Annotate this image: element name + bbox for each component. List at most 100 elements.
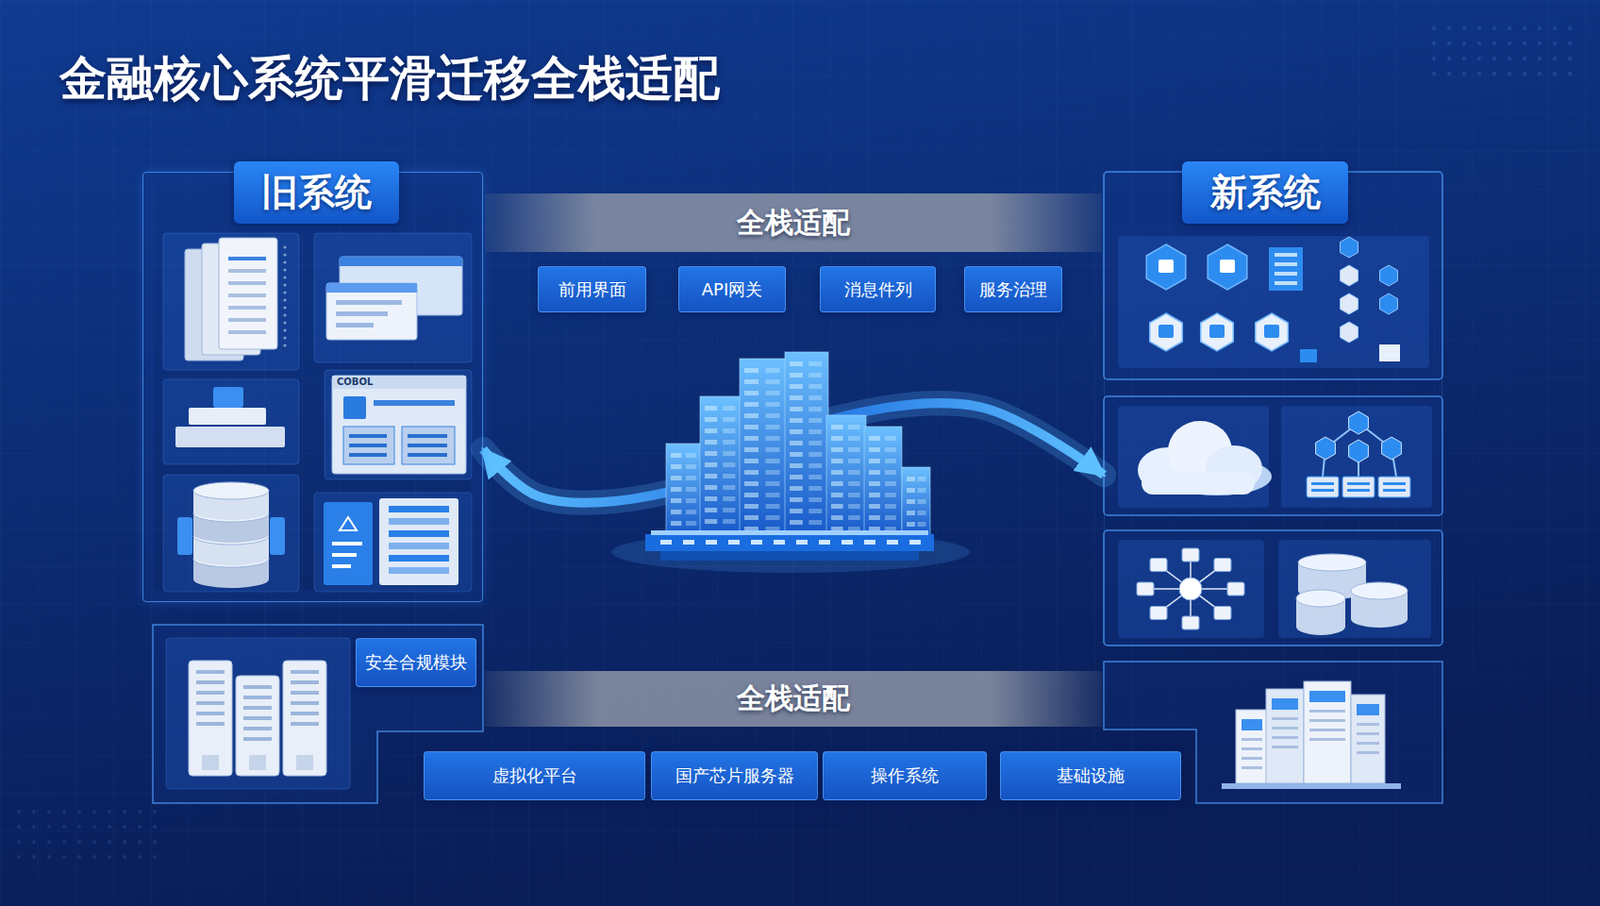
icon-cell bbox=[1117, 235, 1430, 368]
building-window bbox=[831, 492, 844, 498]
icon-cell bbox=[166, 637, 350, 789]
server-slot bbox=[290, 721, 319, 726]
perforation-dot bbox=[283, 305, 286, 309]
building bbox=[739, 358, 787, 538]
decor-dot bbox=[77, 824, 82, 829]
server-slot bbox=[1356, 732, 1380, 735]
service-panel bbox=[1268, 247, 1303, 291]
building-window bbox=[766, 401, 781, 407]
building-window bbox=[789, 508, 803, 514]
decor-dot bbox=[1567, 26, 1572, 31]
building bbox=[700, 396, 742, 538]
module-label: 国产芯片服务器 bbox=[675, 764, 795, 787]
building-window bbox=[884, 447, 897, 452]
hub-center bbox=[1179, 577, 1202, 600]
hub-node bbox=[1214, 558, 1232, 572]
decor-dot bbox=[1447, 71, 1451, 76]
building-window bbox=[789, 519, 803, 525]
decor-dot bbox=[1432, 26, 1436, 31]
server-slot bbox=[196, 690, 225, 695]
decor-dot bbox=[1477, 56, 1482, 61]
panel-tab: 旧系统 bbox=[233, 161, 400, 224]
network-hexagon bbox=[1349, 439, 1369, 463]
decor-dot bbox=[1552, 56, 1557, 61]
decor-dot bbox=[1507, 71, 1512, 76]
device-icon bbox=[175, 426, 285, 448]
building-window bbox=[906, 521, 916, 527]
window-icon bbox=[326, 283, 417, 340]
decor-dot bbox=[1552, 26, 1557, 31]
building-window bbox=[789, 451, 803, 457]
building-window bbox=[917, 476, 927, 482]
city-base bbox=[645, 533, 934, 551]
service-line bbox=[1274, 252, 1298, 257]
building-window bbox=[808, 429, 822, 434]
building-window bbox=[704, 462, 717, 467]
decor-dot bbox=[107, 854, 112, 859]
building-window bbox=[722, 405, 735, 411]
decor-dot bbox=[32, 854, 36, 859]
cloud-shape bbox=[1141, 471, 1255, 495]
city-light bbox=[841, 539, 853, 545]
service-glyph bbox=[1158, 259, 1174, 273]
server-rack bbox=[1350, 694, 1385, 784]
building-window bbox=[722, 462, 735, 467]
server-base bbox=[249, 754, 267, 770]
server-slot bbox=[290, 711, 319, 716]
panel-line bbox=[388, 530, 450, 537]
window-line bbox=[407, 443, 448, 448]
building-window bbox=[808, 361, 822, 367]
building-window bbox=[766, 503, 781, 509]
building-window bbox=[722, 473, 735, 479]
hub-node bbox=[1150, 558, 1167, 572]
decor-dot bbox=[1507, 26, 1512, 31]
decor-dot bbox=[16, 854, 21, 859]
panel-line bbox=[388, 505, 450, 513]
decor-dot bbox=[1522, 41, 1527, 46]
building-window bbox=[722, 450, 735, 456]
server-slot bbox=[1241, 756, 1263, 760]
building-window bbox=[868, 458, 881, 464]
building-window bbox=[831, 503, 844, 509]
server-slot bbox=[290, 690, 319, 695]
perforation-dot bbox=[283, 275, 286, 279]
building-window bbox=[808, 485, 822, 491]
decor-dot bbox=[62, 839, 67, 844]
panel-line bbox=[388, 554, 450, 562]
building-window bbox=[766, 379, 781, 384]
decor-dot bbox=[1447, 56, 1451, 61]
decor-dot bbox=[122, 809, 127, 814]
module-label: API网关 bbox=[701, 278, 763, 301]
server-panel bbox=[1271, 698, 1299, 710]
network-line bbox=[1347, 482, 1370, 485]
city-light bbox=[818, 539, 831, 545]
server-rack bbox=[1303, 681, 1351, 784]
server-slot bbox=[1271, 726, 1299, 730]
building-window bbox=[831, 481, 844, 486]
module-box: 基础设施 bbox=[1000, 750, 1182, 800]
panel-line bbox=[332, 552, 357, 557]
icon-cell bbox=[163, 379, 300, 465]
decor-dot bbox=[137, 839, 142, 844]
mini-block bbox=[1300, 349, 1317, 363]
window-line bbox=[349, 443, 387, 448]
building-window bbox=[808, 508, 822, 514]
server-base bbox=[201, 754, 219, 770]
decor-dot bbox=[1537, 26, 1542, 31]
document-line bbox=[228, 330, 267, 334]
building-window bbox=[789, 406, 803, 412]
building-window bbox=[744, 447, 759, 452]
building-window bbox=[704, 496, 717, 501]
service-hexagon bbox=[1146, 244, 1186, 290]
building-window bbox=[789, 463, 803, 468]
decor-dot bbox=[107, 839, 112, 844]
decor-dot bbox=[77, 839, 82, 844]
building-window bbox=[917, 510, 927, 516]
building-window bbox=[808, 417, 822, 423]
building-window bbox=[704, 416, 717, 422]
service-glyph bbox=[1264, 324, 1280, 338]
hub-node bbox=[1182, 616, 1200, 630]
server-slot bbox=[1241, 747, 1263, 750]
city-light bbox=[660, 539, 672, 545]
